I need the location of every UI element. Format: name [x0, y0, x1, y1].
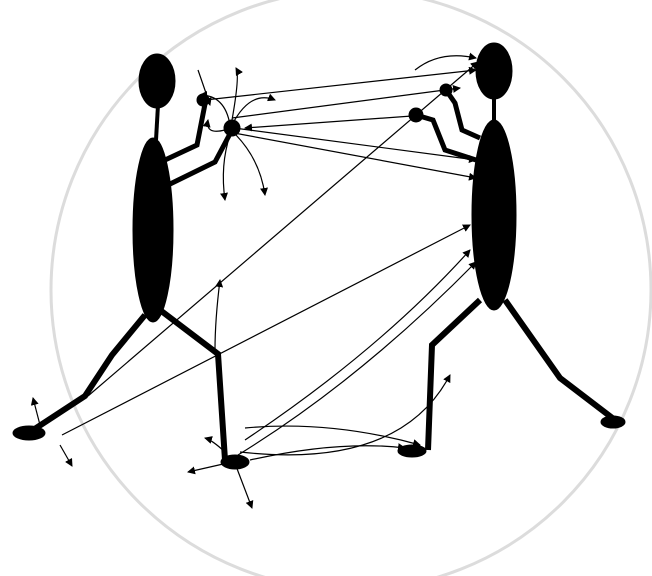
arrow-fist-up-2	[232, 98, 275, 125]
left-fighter-upper-arm	[165, 104, 205, 160]
right-fighter-rear-leg	[428, 300, 480, 450]
arrow-fist-down-2	[236, 135, 265, 195]
left-fighter-head	[139, 54, 175, 108]
arrow-fist-to-head	[205, 70, 476, 100]
right-fighter-torso	[472, 120, 516, 310]
right-fighter-head	[476, 43, 512, 99]
arrow-fist-to-face	[232, 88, 460, 118]
arrow-fist-back	[208, 120, 225, 131]
right-fighter-lower-arm	[446, 90, 480, 138]
arrow-foot-to-right-foot	[245, 426, 420, 445]
arrow-knee-up	[215, 280, 220, 350]
right-fighter-front-leg	[505, 300, 615, 420]
right-fighter-front-foot	[601, 416, 625, 428]
arrow-fist-loop	[232, 68, 237, 120]
left-fighter-front-foot	[221, 455, 249, 469]
arrow-head-arc-1	[415, 56, 476, 70]
arrow-rear-foot-down	[60, 445, 72, 466]
left-fighter-neck	[156, 105, 158, 140]
arrow-foot-down	[236, 466, 252, 508]
left-fighter	[13, 54, 249, 469]
right-fighter	[398, 43, 625, 457]
arrow-rear-foot-up	[33, 398, 40, 425]
right-fighter-rear-foot	[398, 445, 426, 457]
left-fighter-torso	[133, 138, 173, 322]
arrow-foot-to-rear-leg	[240, 375, 450, 455]
arrow-rear-foot-to-torso	[62, 225, 470, 435]
left-fighter-rear-foot	[13, 426, 45, 440]
left-fighter-rear-leg	[30, 315, 145, 432]
arrow-right-fist-back	[245, 116, 412, 128]
